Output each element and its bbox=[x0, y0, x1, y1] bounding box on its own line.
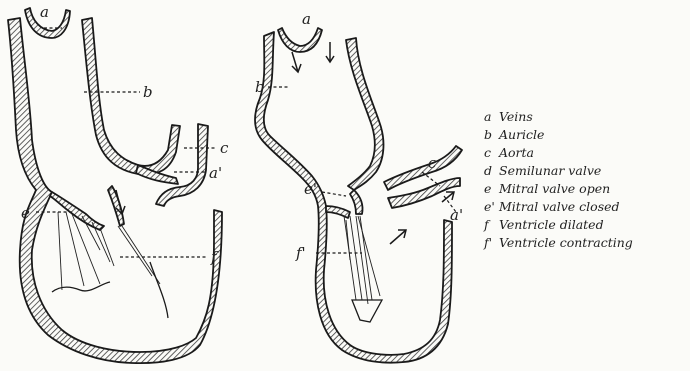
label-f-prime: f' bbox=[295, 244, 306, 262]
legend-item-e-prime: e' Mitral valve closed bbox=[484, 199, 620, 214]
svg-text:e': e' bbox=[484, 199, 495, 214]
legend-item-b: b Auricle bbox=[484, 127, 544, 142]
svg-text:b: b bbox=[484, 127, 492, 142]
label-a2-prime: a' bbox=[450, 206, 463, 224]
label-a: a bbox=[40, 3, 49, 21]
label-a-prime: a' bbox=[209, 164, 222, 182]
label-e-prime: e' bbox=[304, 180, 317, 198]
svg-text:c: c bbox=[484, 145, 491, 160]
right-auricle-aorta-wall bbox=[346, 38, 383, 190]
svg-text:Mitral valve closed: Mitral valve closed bbox=[498, 199, 620, 214]
svg-text:Mitral valve open: Mitral valve open bbox=[498, 181, 610, 196]
legend-item-d: d Semilunar valve bbox=[484, 163, 601, 178]
right-heart-figure bbox=[255, 28, 462, 363]
right-chordae bbox=[344, 216, 382, 322]
legend-item-f-prime: f' Ventricle contracting bbox=[483, 235, 633, 250]
leader-e-prime bbox=[322, 192, 346, 196]
label-a2: a bbox=[302, 10, 311, 28]
svg-text:Veins: Veins bbox=[499, 109, 533, 124]
svg-text:Ventricle dilated: Ventricle dilated bbox=[499, 217, 604, 232]
right-mitral-cusp-b bbox=[350, 190, 363, 214]
svg-text:Semilunar valve: Semilunar valve bbox=[499, 163, 601, 178]
svg-text:Aorta: Aorta bbox=[498, 145, 534, 160]
left-heart-figure bbox=[8, 8, 222, 363]
legend-item-c: c Aorta bbox=[484, 145, 534, 160]
label-c: c bbox=[220, 139, 229, 157]
svg-text:Auricle: Auricle bbox=[498, 127, 544, 142]
legend-item-a: a Veins bbox=[484, 109, 533, 124]
label-b2: b bbox=[255, 78, 265, 96]
label-e: e bbox=[21, 204, 30, 222]
left-mitral-cusp-a bbox=[50, 192, 104, 230]
legend: a Veins b Auricle c Aorta d Semilunar va… bbox=[483, 109, 633, 250]
label-c2: c bbox=[428, 154, 437, 172]
svg-text:f': f' bbox=[483, 235, 492, 250]
svg-text:e: e bbox=[484, 181, 491, 196]
svg-text:d: d bbox=[484, 163, 492, 178]
label-b: b bbox=[143, 83, 153, 101]
svg-text:f: f bbox=[483, 217, 491, 232]
right-vein-stub bbox=[278, 28, 322, 52]
svg-text:Ventricle contracting: Ventricle contracting bbox=[499, 235, 633, 250]
left-auricle-aorta-wall bbox=[82, 18, 180, 174]
left-chordae bbox=[52, 212, 168, 318]
legend-item-f: f Ventricle dilated bbox=[483, 217, 604, 232]
legend-item-e: e Mitral valve open bbox=[484, 181, 610, 196]
svg-text:a: a bbox=[484, 109, 491, 124]
right-mitral-cusp-a bbox=[326, 206, 350, 218]
